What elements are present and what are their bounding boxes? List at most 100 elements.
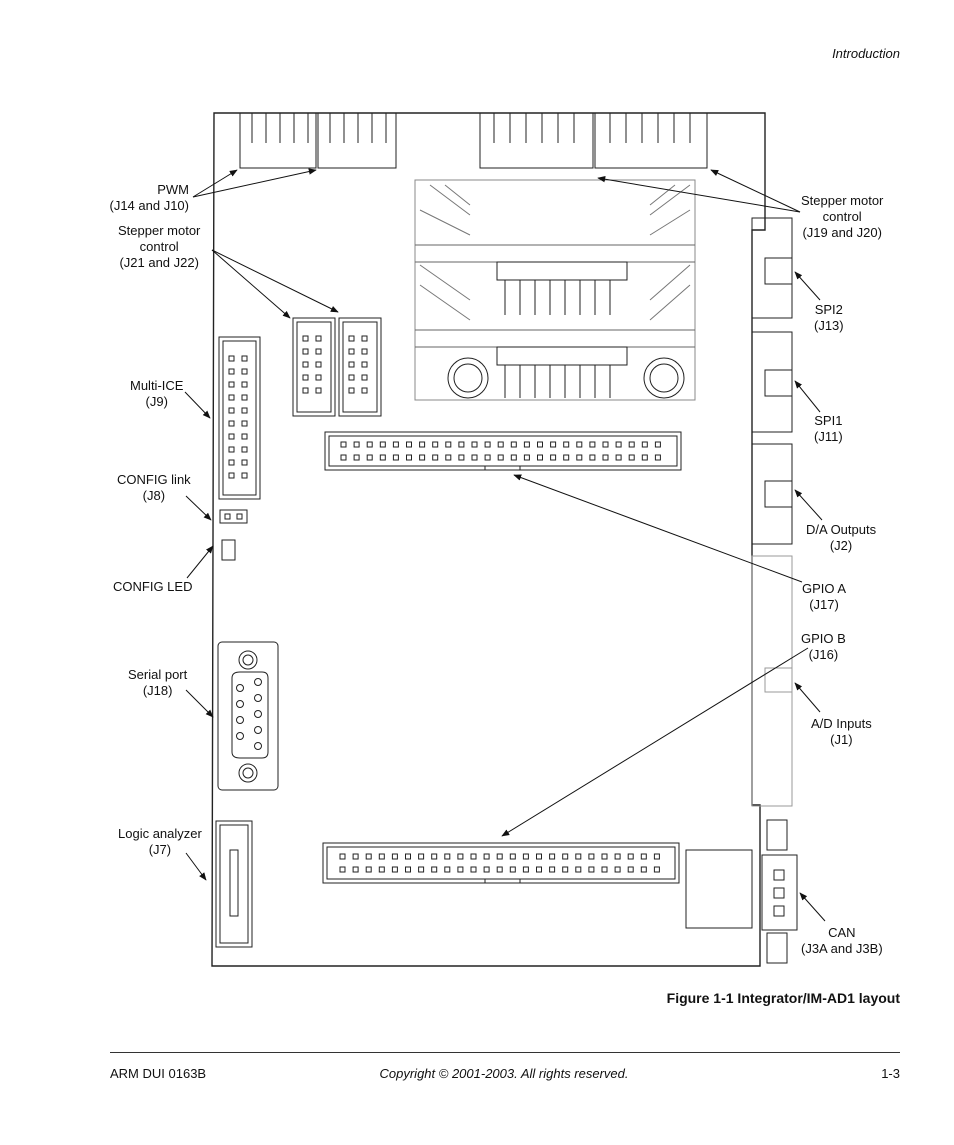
header-pin [458, 454, 465, 461]
header-pin [379, 454, 386, 461]
header-pin [614, 866, 621, 873]
footer-copyright: Copyright © 2001-2003. All rights reserv… [379, 1066, 629, 1081]
label-gpio-a: GPIO A (J17) [802, 581, 847, 612]
header-pin [471, 441, 478, 448]
footer-page-number: 1-3 [881, 1066, 900, 1081]
header-pin [510, 441, 517, 448]
header-pin [352, 853, 359, 860]
header-pin [484, 454, 491, 461]
header-pin [537, 441, 543, 448]
header-pin [615, 454, 622, 461]
header-pin [615, 441, 622, 448]
header-pin [628, 454, 635, 461]
header-pin [653, 866, 660, 873]
label-logic-analyzer: Logic analyzer (J7) [118, 826, 202, 857]
header-pin [391, 866, 398, 873]
header-pin [352, 866, 359, 873]
label-spi2: SPI2 (J13) [814, 302, 844, 333]
multi-ice-pins [228, 355, 248, 479]
running-header: Introduction [832, 46, 900, 61]
header-pin [444, 853, 451, 860]
header-pin [418, 866, 425, 873]
logic-analyzer-connector [215, 820, 253, 948]
header-pin [365, 866, 372, 873]
heatsink [414, 179, 696, 401]
header-pin [522, 866, 529, 873]
header-pin [496, 853, 503, 860]
da-outputs-connector [751, 443, 793, 545]
header-pin [522, 853, 529, 860]
footer-doc-id: ARM DUI 0163B [110, 1066, 207, 1081]
header-pin [365, 853, 372, 860]
header-pin [588, 853, 595, 860]
header-pin [550, 441, 557, 448]
header-pin [458, 441, 465, 448]
header-pin [509, 853, 516, 860]
header-pin [614, 853, 621, 860]
header-pin [588, 866, 595, 873]
header-pin [353, 441, 360, 448]
header-pin [563, 441, 570, 448]
label-stepper-right: Stepper motor control (J19 and J20) [801, 193, 884, 240]
header-pin [405, 853, 411, 860]
header-pin [575, 853, 582, 860]
header-pin [445, 454, 452, 461]
header-pin [627, 866, 634, 873]
header-pin [392, 441, 399, 448]
header-pin [510, 454, 517, 461]
label-config-link: CONFIG link (J8) [117, 472, 191, 503]
header-pin [550, 454, 557, 461]
label-can: CAN (J3A and J3B) [801, 925, 883, 956]
header-pin [470, 866, 477, 873]
header-pin [457, 853, 464, 860]
header-pin [406, 441, 412, 448]
header-pin [537, 454, 543, 461]
header-pin [419, 454, 426, 461]
header-pin [483, 853, 490, 860]
header-pin [640, 853, 647, 860]
label-config-led: CONFIG LED [113, 579, 193, 594]
config-led [221, 539, 236, 561]
header-pin [353, 454, 360, 461]
header-pin [601, 866, 608, 873]
label-gpio-b: GPIO B (J16) [801, 631, 846, 662]
header-pin [470, 853, 477, 860]
gpio-a-header [324, 431, 682, 471]
header-pin [576, 441, 583, 448]
leader-lines [184, 168, 826, 922]
header-pin [471, 454, 478, 461]
header-pin [509, 866, 516, 873]
header-pin [601, 853, 608, 860]
header-pin [497, 454, 504, 461]
header-pin [536, 853, 542, 860]
header-pin [562, 853, 569, 860]
header-pin [654, 454, 661, 461]
header-pin [653, 853, 660, 860]
header-pin [445, 441, 452, 448]
header-pin [640, 866, 647, 873]
header-pin [549, 853, 556, 860]
header-pin [431, 853, 438, 860]
header-pin [339, 853, 346, 860]
label-pwm: PWM (J14 and J10) [109, 182, 190, 213]
header-pin [444, 866, 451, 873]
label-ad-inputs: A/D Inputs (J1) [811, 716, 872, 747]
header-pin [562, 866, 569, 873]
header-pin [641, 441, 648, 448]
header-pin [589, 454, 596, 461]
label-serial-port: Serial port (J18) [128, 667, 188, 698]
header-pin [379, 441, 386, 448]
spi2-connector [751, 217, 793, 319]
header-pin [432, 454, 439, 461]
serial-port [217, 641, 279, 791]
header-pin [496, 866, 503, 873]
header-pin [340, 454, 347, 461]
header-pin [378, 853, 385, 860]
header-pin [627, 853, 634, 860]
header-pin [497, 441, 504, 448]
header-pin [628, 441, 635, 448]
header-pin [405, 866, 411, 873]
label-da-outputs: D/A Outputs (J2) [806, 522, 877, 553]
header-pin [523, 441, 530, 448]
